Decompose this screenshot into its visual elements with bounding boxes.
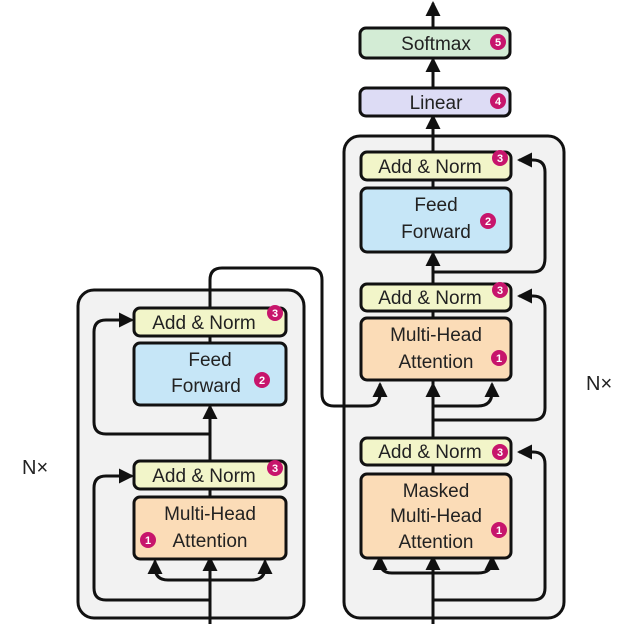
decoder-ff-line1: Feed <box>414 195 457 216</box>
decoder-masked-line1: Masked <box>403 481 470 502</box>
decoder-add-norm-top-badge: 3 <box>497 153 503 165</box>
decoder-add-norm-top: Add & Norm 3 <box>359 150 513 182</box>
encoder-ff-line2: Forward <box>171 376 241 397</box>
encoder-ff-line1: Feed <box>188 350 231 371</box>
decoder-cross-attn-line2: Attention <box>399 352 474 373</box>
softmax-label: Softmax <box>401 34 471 55</box>
encoder-add-norm-top-badge: 3 <box>272 308 278 320</box>
decoder-add-norm-mid-label: Add & Norm <box>378 288 481 309</box>
encoder-add-norm-bottom-badge: 3 <box>272 463 278 475</box>
encoder-add-norm-bottom: Add & Norm 3 <box>132 459 288 491</box>
decoder-add-norm-top-label: Add & Norm <box>378 157 481 178</box>
encoder-attn-line1: Multi-Head <box>164 504 256 525</box>
encoder-add-norm-top: Add & Norm 3 <box>132 305 288 338</box>
decoder-add-norm-mid: Add & Norm 3 <box>359 282 513 313</box>
encoder-repeat-label: N× <box>22 457 48 479</box>
encoder-stack <box>76 288 306 620</box>
decoder-ff-line2: Forward <box>401 222 471 243</box>
encoder-feed-forward: Feed Forward 2 <box>132 341 288 407</box>
decoder-add-norm-bottom-badge: 3 <box>497 447 503 459</box>
decoder-masked-badge: 1 <box>496 525 502 537</box>
softmax-block: Softmax 5 <box>358 26 512 60</box>
softmax-badge: 5 <box>495 37 501 49</box>
decoder-add-norm-mid-badge: 3 <box>497 285 503 297</box>
decoder-cross-attn-line1: Multi-Head <box>390 325 482 346</box>
linear-block: Linear 4 <box>358 86 512 118</box>
decoder-ff-badge: 2 <box>485 216 491 228</box>
decoder-masked-line3: Attention <box>399 532 474 553</box>
decoder-feed-forward: Feed Forward 2 <box>359 186 513 254</box>
encoder-ff-badge: 2 <box>259 375 265 387</box>
linear-label: Linear <box>410 93 463 114</box>
decoder-repeat-label: N× <box>586 373 612 395</box>
decoder-masked-line2: Multi-Head <box>390 506 482 527</box>
encoder-multi-head-attention: Multi-Head Attention 1 <box>132 495 288 561</box>
decoder-add-norm-bottom-label: Add & Norm <box>378 442 481 463</box>
encoder-attn-line2: Attention <box>173 531 248 552</box>
encoder-attn-badge: 1 <box>145 535 151 547</box>
decoder-add-norm-bottom: Add & Norm 3 <box>359 436 513 467</box>
decoder-masked-attention: Masked Multi-Head Attention 1 <box>359 472 513 560</box>
encoder-add-norm-bottom-label: Add & Norm <box>152 466 255 487</box>
encoder-add-norm-top-label: Add & Norm <box>152 313 255 334</box>
decoder-cross-attn-badge: 1 <box>496 353 502 365</box>
decoder-cross-attention: Multi-Head Attention 1 <box>359 316 513 382</box>
linear-badge: 4 <box>495 96 502 108</box>
